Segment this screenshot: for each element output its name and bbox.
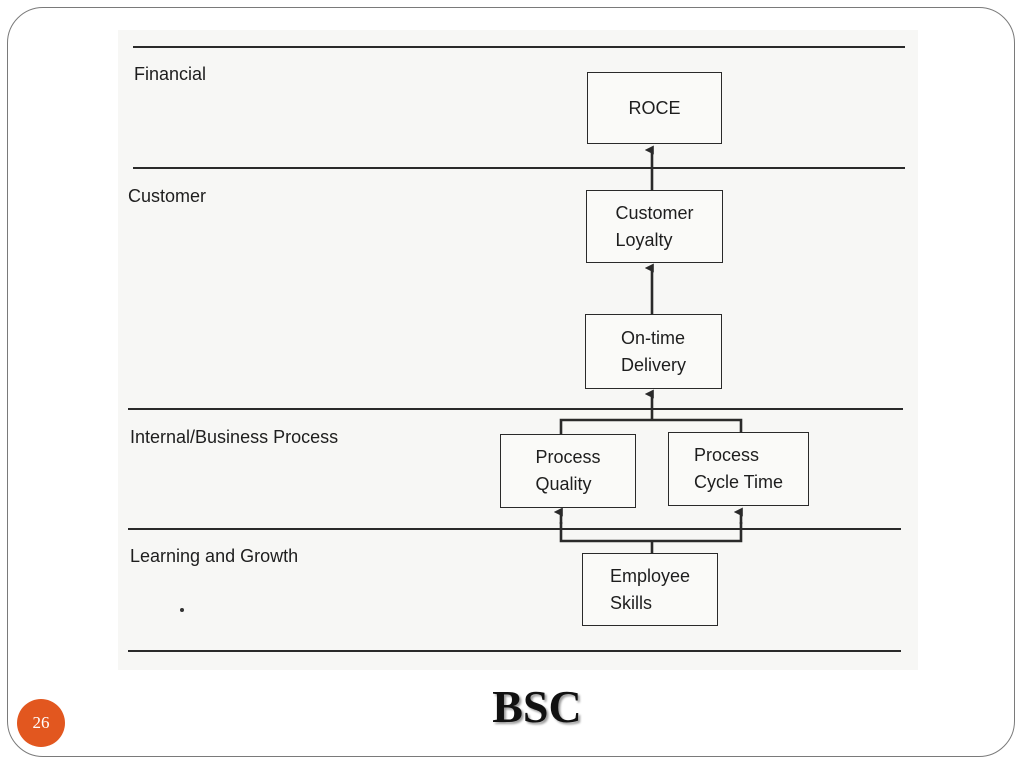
node-customer-loyalty-label: Customer Loyalty [615,202,694,250]
node-employee-skills: Employee Skills [582,553,718,626]
perspective-label-customer: Customer [128,186,207,206]
node-on-time-delivery-label: On-time Delivery [620,327,686,375]
divider-financial-customer [133,167,905,169]
divider-internal-learning [128,528,901,530]
node-process-cycle-time-label: Process Cycle Time [693,445,783,492]
branch-skills-to-process [559,522,743,543]
divider-top [133,46,905,48]
node-process-cycle-time: Process Cycle Time [668,432,809,506]
stray-dot [180,608,184,612]
bsc-diagram-figure [118,30,918,670]
divider-customer-internal [128,408,903,410]
perspective-label-internal-business-process: Internal/Business Process [130,427,339,447]
node-employee-skills-label: Employee Skills [609,565,691,613]
node-roce-label: ROCE [628,97,681,118]
node-process-quality: Process Quality [500,434,636,508]
divider-bottom [128,650,901,652]
slide-title: BSC [492,681,582,732]
node-roce: ROCE [587,72,722,144]
perspective-label-learning-and-growth: Learning and Growth [130,546,299,566]
node-on-time-delivery: On-time Delivery [585,314,722,389]
perspective-label-financial: Financial [134,64,207,84]
page-number-badge: 26 [17,699,65,747]
node-customer-loyalty: Customer Loyalty [586,190,723,263]
node-process-quality-label: Process Quality [535,447,601,494]
